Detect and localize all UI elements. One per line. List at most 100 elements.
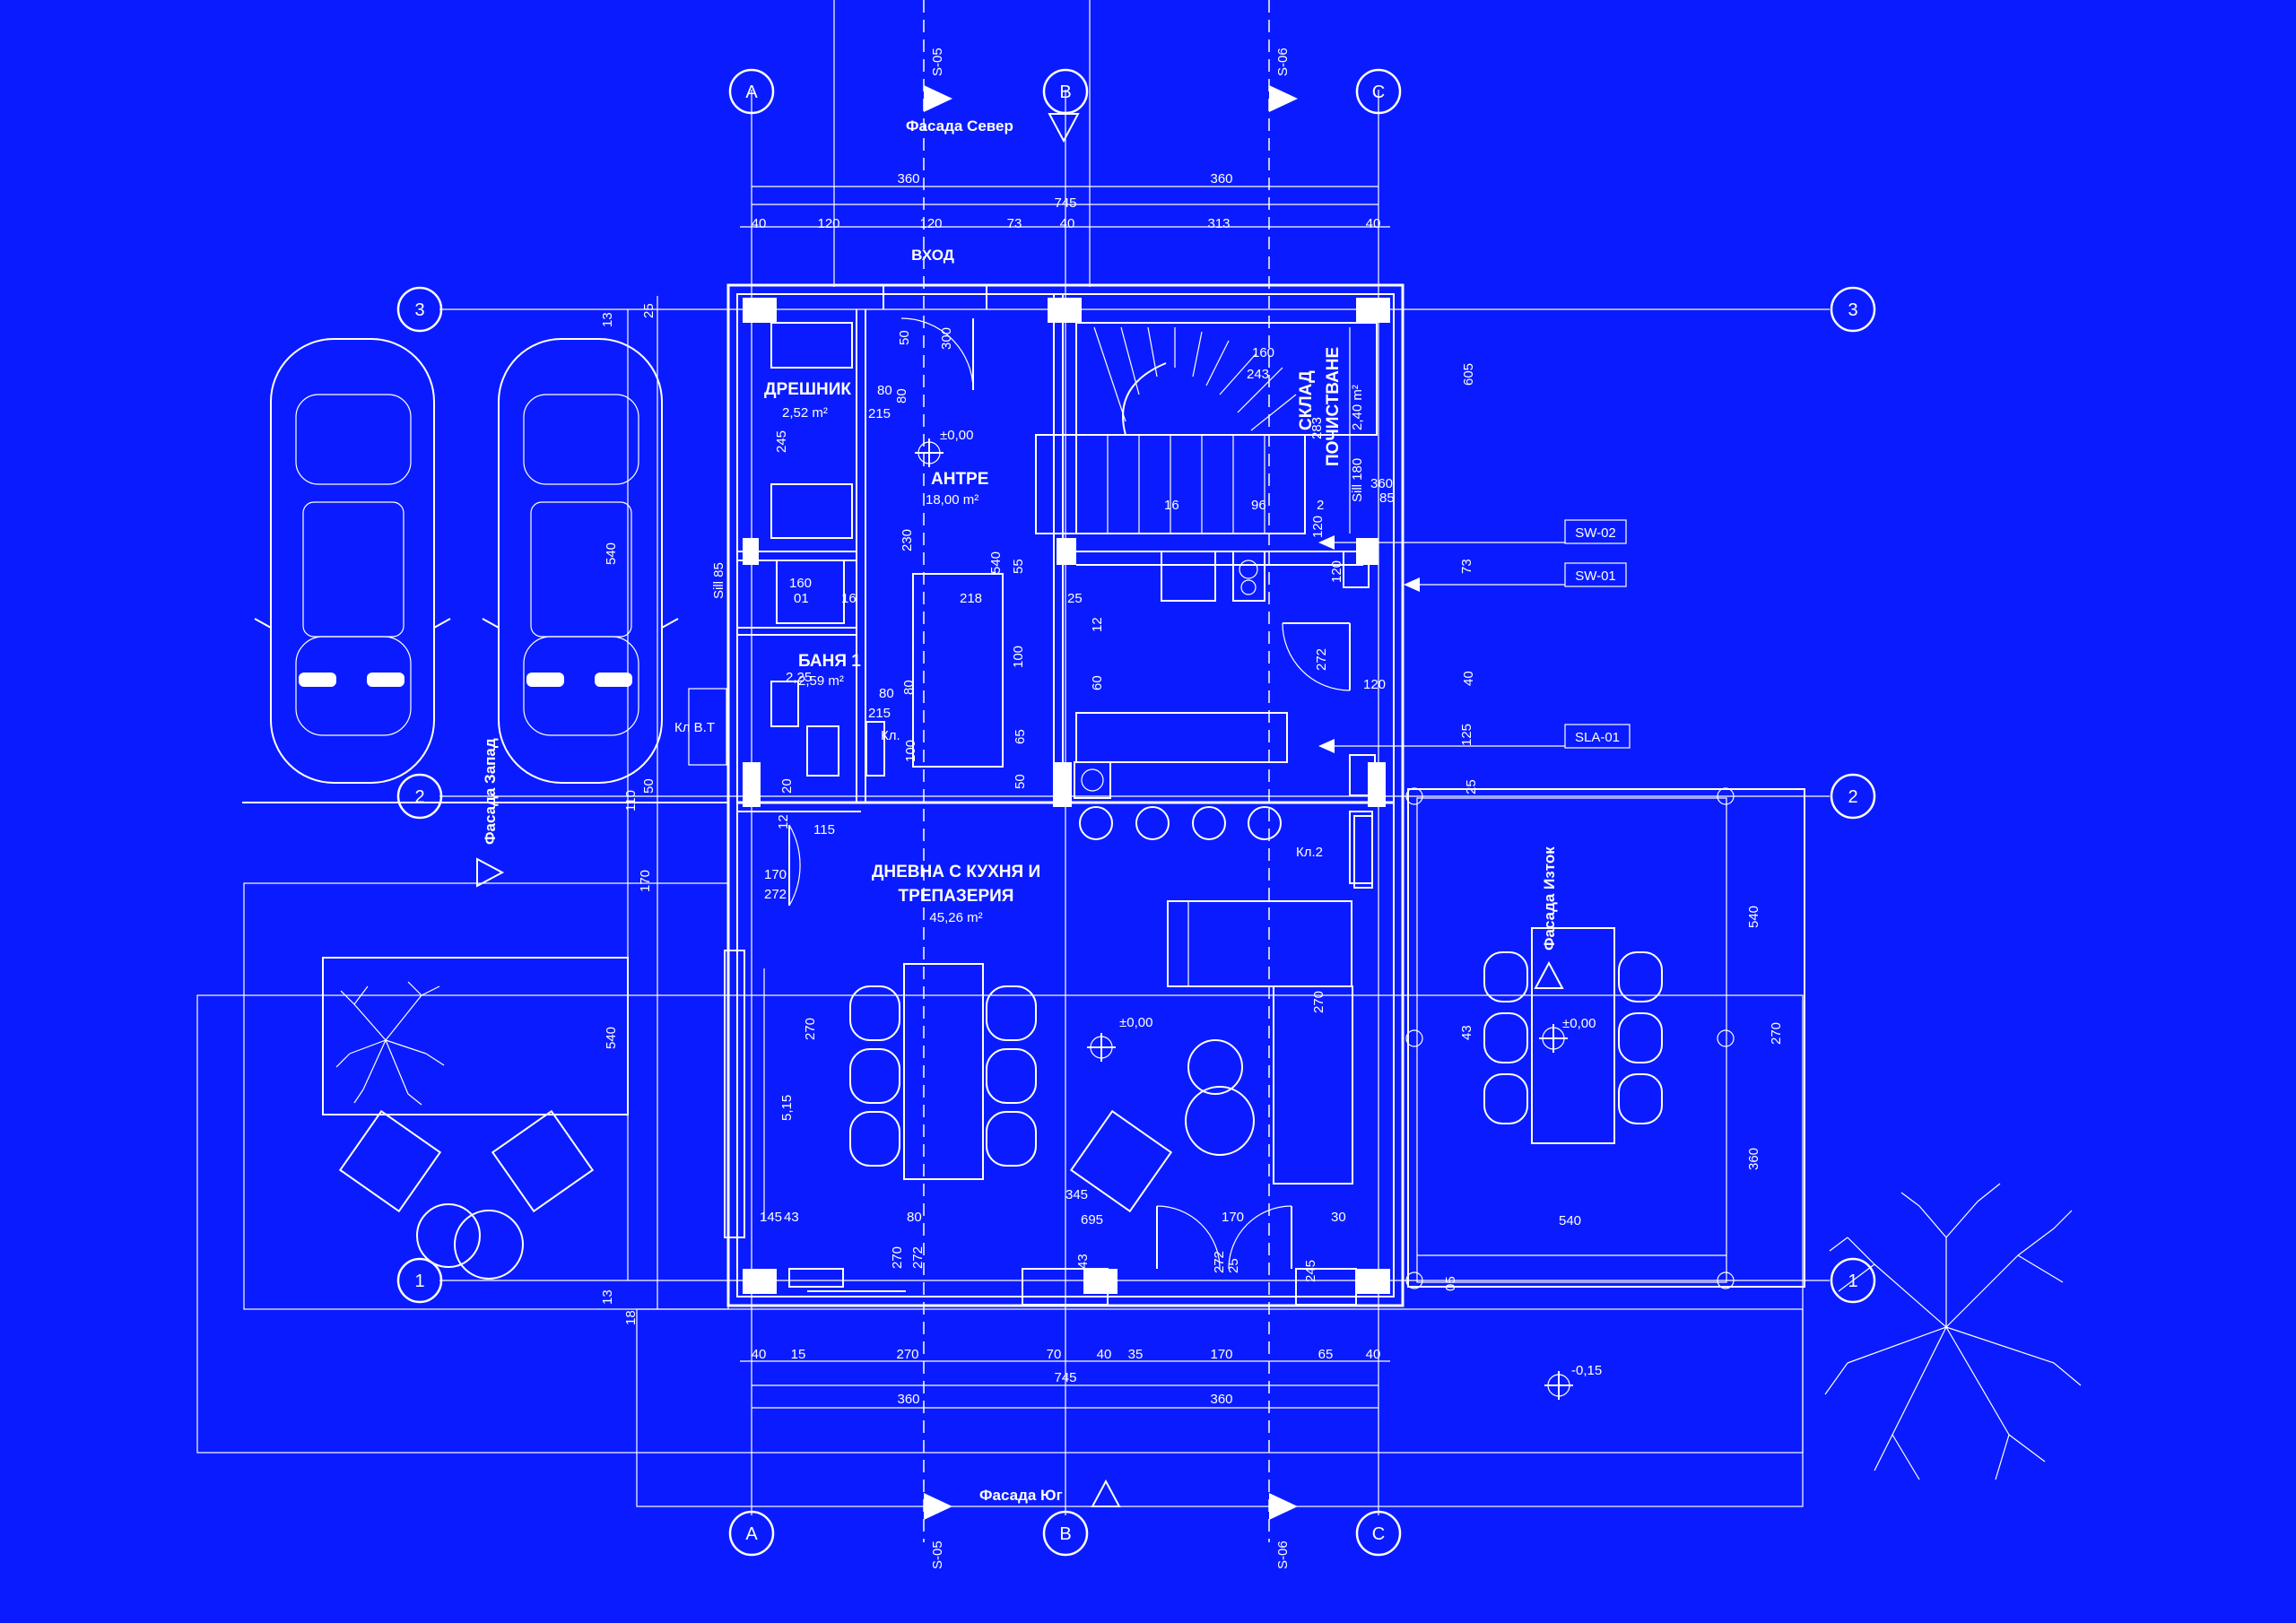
dimension-label: 170 (764, 867, 787, 882)
dimension-label: 345 (1065, 1187, 1088, 1202)
dimension-label: 80 (907, 1210, 922, 1225)
dimension-label: 20 (779, 778, 795, 794)
west-patio (196, 882, 1804, 1507)
section-marker-s05-bottom: S-05 (924, 1493, 952, 1569)
svg-text:50: 50 (641, 778, 657, 794)
dimension-label: 125 (1459, 724, 1474, 746)
dimension-label: 218 (960, 591, 982, 606)
svg-text:2: 2 (414, 787, 424, 807)
svg-text:45,26 m²: 45,26 m² (929, 910, 982, 925)
svg-text:B: B (1059, 1524, 1071, 1544)
room-closet: ДРЕШНИК 2,52 m² (764, 380, 851, 421)
svg-text:120: 120 (919, 216, 942, 231)
dimension-label: 120 (1310, 516, 1326, 538)
dimension-label: 540 (1559, 1213, 1581, 1228)
svg-text:S-06: S-06 (1275, 1541, 1291, 1569)
svg-text:360: 360 (1210, 1392, 1232, 1407)
tree-patio (335, 981, 445, 1106)
windows (724, 824, 1357, 1306)
dimension-label: 300 (939, 327, 954, 350)
dimension-label: 283 (1309, 417, 1325, 439)
facade-north-label: Фасада Север (906, 113, 1080, 143)
dimension-label: 12 (1090, 617, 1105, 632)
dimension-label: 85 (1379, 490, 1395, 506)
dimension-label: 100 (903, 740, 918, 762)
dimension-label: 360 (1370, 476, 1393, 491)
grid-bubble-a-top: A (728, 68, 775, 115)
section-marker-s06-bottom: S-06 (1269, 1493, 1298, 1569)
svg-text:110: 110 (623, 790, 639, 812)
svg-text:SW-01: SW-01 (1575, 568, 1616, 584)
staircase (1035, 322, 1378, 534)
svg-text:540: 540 (604, 542, 619, 565)
svg-text:3: 3 (1848, 300, 1857, 320)
dimension-label: 230 (900, 529, 915, 551)
svg-text:ДРЕШНИК: ДРЕШНИК (764, 380, 851, 399)
dimension-label: 170 (1222, 1210, 1244, 1225)
svg-text:SLA-01: SLA-01 (1575, 730, 1620, 745)
tag-sill-180: Sill 180 (1350, 458, 1365, 502)
svg-text:745: 745 (1054, 195, 1076, 211)
svg-text:A: A (745, 1524, 758, 1544)
dimension-label: 80 (901, 680, 917, 695)
svg-text:2,59 m²: 2,59 m² (798, 673, 844, 689)
svg-text:18,00 m²: 18,00 m² (926, 492, 978, 508)
dimension-label: 360 (1746, 1148, 1761, 1170)
facade-east-label: Фасада Изток (1534, 846, 1564, 989)
dimension-label: 25 (1067, 591, 1083, 606)
dimension-label: 40 (1461, 671, 1476, 686)
svg-text:73: 73 (1007, 216, 1022, 231)
dimension-label: 120 (1329, 560, 1344, 583)
tag-sill-85: Sill 85 (711, 562, 726, 599)
dimension-label: 160 (1252, 345, 1274, 360)
svg-text:1: 1 (414, 1271, 424, 1291)
svg-text:-0,15: -0,15 (1571, 1363, 1602, 1378)
svg-text:3: 3 (414, 300, 424, 320)
svg-text:40: 40 (1366, 1347, 1381, 1362)
dining-chairs (849, 985, 1037, 1167)
grid-axis-lines (439, 0, 1830, 1542)
dining-table (903, 963, 984, 1180)
svg-text:170: 170 (1210, 1347, 1232, 1362)
svg-text:SW-02: SW-02 (1575, 525, 1616, 541)
dimension-label: 43 (1075, 1254, 1091, 1269)
grid-bubble-3-left: 3 (396, 286, 443, 333)
dimension-label: 115 (813, 822, 835, 838)
section-marker-s06-top: S-06 (1269, 48, 1298, 112)
svg-text:13: 13 (600, 1289, 615, 1305)
sofa (1167, 900, 1353, 1185)
dimension-label: 145 (760, 1210, 782, 1225)
dimension-label: 160 (789, 576, 812, 591)
dimension-label: 55 (1011, 559, 1026, 574)
svg-text:40: 40 (752, 216, 767, 231)
grid-bubble-2-right: 2 (1830, 773, 1876, 820)
dimension-label: 272 (1212, 1251, 1227, 1273)
svg-text:ТРЕПАЗЕРИЯ: ТРЕПАЗЕРИЯ (899, 887, 1014, 906)
armchair (1069, 1109, 1173, 1213)
svg-text:Фасада Север: Фасада Север (906, 117, 1013, 135)
level-marker-outside: -0,15 (1544, 1363, 1602, 1400)
dimension-label: 270 (1311, 991, 1326, 1013)
grid-bubble-b-bottom: B (1042, 1510, 1089, 1557)
svg-text:C: C (1372, 82, 1385, 102)
svg-text:±0,00: ±0,00 (1562, 1016, 1596, 1031)
dimension-label: 2,25 (786, 670, 812, 685)
svg-text:АНТРЕ: АНТРЕ (931, 470, 988, 489)
car-right (482, 338, 679, 784)
room-storage: СКЛАД ПОЧИСТВАНЕ 2,40 m² (1297, 347, 1365, 466)
dimension-label: 01 (794, 591, 809, 606)
tag-sw02: SW-02 (1318, 519, 1627, 550)
tree-southeast (1824, 1183, 2082, 1480)
svg-text:18: 18 (623, 1310, 639, 1325)
grid-bubble-c-top: C (1355, 68, 1402, 115)
svg-text:2,52 m²: 2,52 m² (782, 405, 828, 421)
dimension-label: 215 (868, 706, 891, 721)
grid-bubble-1-left: 1 (396, 1257, 443, 1304)
dimension-label: 80 (894, 388, 909, 404)
svg-text:B: B (1059, 82, 1071, 102)
dimension-label: 540 (988, 551, 1004, 574)
level-marker-hall: ±0,00 (915, 428, 973, 467)
dimension-label: 100 (1011, 646, 1026, 668)
dimension-label: 2 (1317, 498, 1324, 513)
